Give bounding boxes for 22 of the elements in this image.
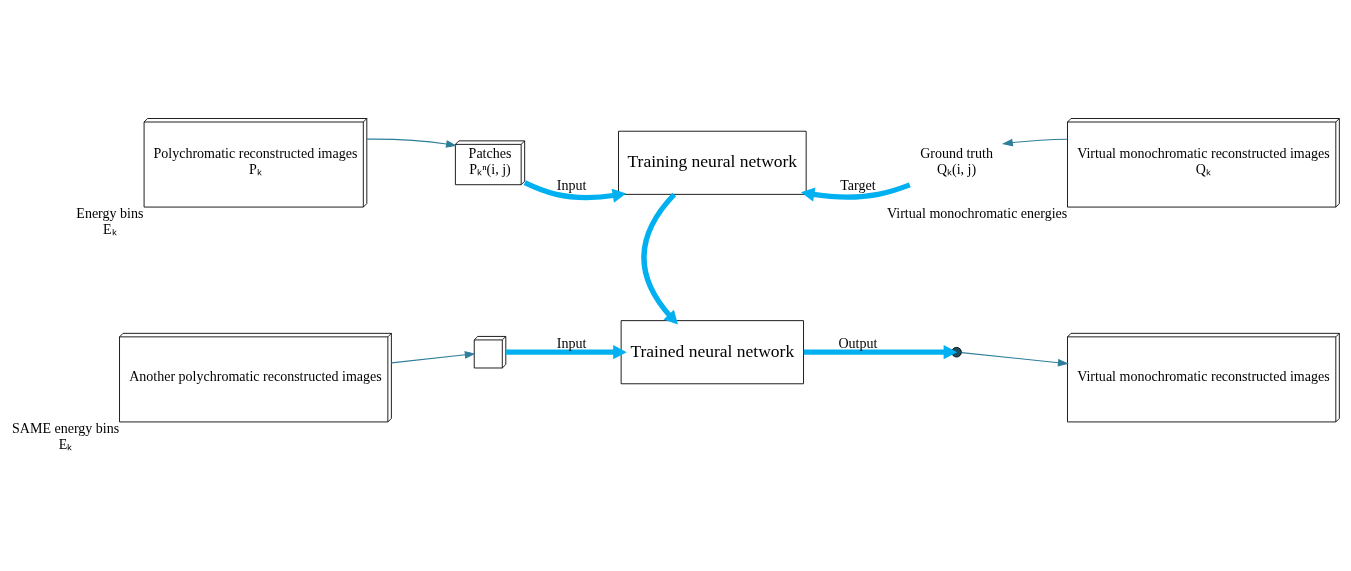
node-label: SAME energy bins: [12, 419, 120, 436]
node-label: Virtual monochromatic energies: [887, 204, 1068, 221]
arrow: [506, 344, 627, 359]
arrow: [961, 351, 1069, 366]
arrow: [366, 138, 457, 148]
arrow: [390, 350, 476, 363]
node-box: Trained neural network: [620, 319, 804, 384]
edge-label: Input: [556, 334, 587, 351]
arrow: [803, 344, 958, 359]
arrow: [1001, 138, 1068, 146]
node-box: Training neural network: [618, 130, 807, 195]
arrow: [800, 181, 911, 202]
edge-label: Input: [556, 176, 587, 193]
arrow: [523, 179, 627, 203]
node-label: Eₖ: [103, 220, 117, 237]
arrow: [641, 192, 678, 325]
edge-label: Output: [838, 334, 878, 351]
node-label: Eₖ: [58, 435, 73, 452]
node-circle: [951, 346, 962, 357]
edge-label: Target: [840, 176, 876, 193]
node-label: Energy bins: [76, 204, 144, 221]
node-text: Ground truth Qₖ(i, j): [920, 144, 993, 177]
